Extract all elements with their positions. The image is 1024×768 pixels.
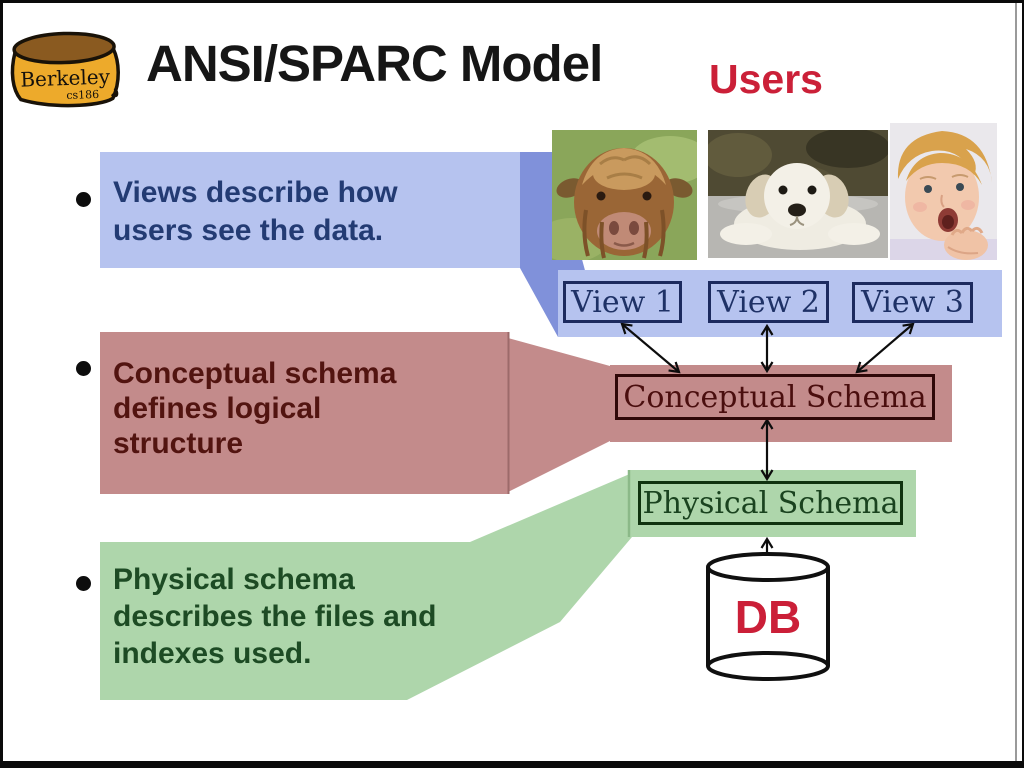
slide-border-bottom <box>0 761 1024 768</box>
view-2-box: View 2 <box>708 281 829 323</box>
bullet-physical-text: Physical schema describes the files and … <box>113 563 437 670</box>
baby-photo <box>890 123 997 260</box>
slide-border-top <box>0 0 1024 3</box>
views-bullet-panel <box>100 152 520 268</box>
slide-edge-line <box>1015 3 1017 761</box>
users-heading: Users <box>709 56 823 102</box>
slide-title: ANSI/SPARC Model <box>146 35 603 92</box>
conceptual-schema-label: Conceptual Schema <box>623 379 927 415</box>
bullet-conceptual-text: Conceptual schema defines logical struct… <box>113 357 397 460</box>
sardine-can-icon: Berkeley cs186 <box>10 31 120 108</box>
database-cylinder-icon <box>706 552 830 681</box>
bullet-views-text: Views describe how users see the data. <box>113 176 398 247</box>
view-3-label: View 3 <box>861 285 964 320</box>
slide-border-left <box>0 0 3 768</box>
physical-schema-box: Physical Schema <box>638 481 903 525</box>
arrow-view3-conceptual <box>855 322 915 374</box>
logo-label: Berkeley <box>20 64 111 91</box>
cow-photo <box>552 130 697 260</box>
view-1-box: View 1 <box>563 281 682 323</box>
db-label: DB <box>734 591 802 643</box>
conceptual-bullet-panel <box>100 332 508 494</box>
bullet-marker-views <box>76 192 91 207</box>
view-3-box: View 3 <box>852 282 973 323</box>
conceptual-banner <box>610 365 952 442</box>
slide-border-right <box>1022 0 1024 768</box>
arrow-view1-conceptual <box>620 322 681 374</box>
conceptual-funnel <box>508 338 610 492</box>
view-2-label: View 2 <box>717 284 820 320</box>
conceptual-schema-box: Conceptual Schema <box>615 374 935 420</box>
view-1-label: View 1 <box>571 284 674 320</box>
puppy-photo <box>708 130 888 258</box>
bullet-marker-conceptual <box>76 361 91 376</box>
bullet-marker-physical <box>76 576 91 591</box>
physical-schema-label: Physical Schema <box>642 485 899 521</box>
berkeley-logo: Berkeley cs186 <box>6 26 128 120</box>
physical-bullet-panel <box>100 473 632 700</box>
logo-course: cs186 <box>66 88 99 102</box>
